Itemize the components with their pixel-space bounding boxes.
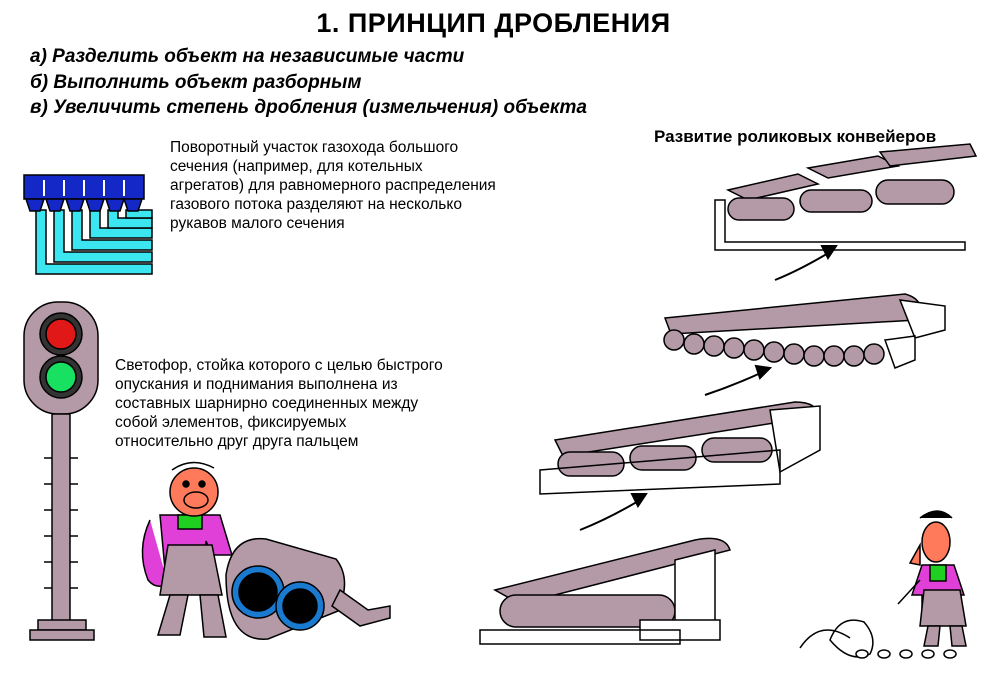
note-line: составных шарнирно соединенных между: [115, 395, 419, 412]
progress-arrows: [579, 245, 838, 531]
point-b: б) Выполнить объект разборным: [30, 72, 362, 93]
traffic-light-illustration: [23, 301, 99, 641]
note-line: Поворотный участок газохода большого: [170, 139, 459, 156]
page-title: 1. ПРИНЦИП ДРОБЛЕНИЯ: [316, 8, 671, 38]
note-line: сечения (например, для котельных: [170, 158, 423, 175]
note-line: Светофор, стойка которого с целью быстро…: [115, 357, 443, 374]
note-line: агрегатов) для равномерного распределени…: [170, 177, 496, 194]
note-line: опускания и поднимания выполнена из: [115, 376, 398, 393]
gas-duct-note: Поворотный участок газохода большого сеч…: [170, 138, 496, 233]
conveyor-stage-4: [714, 143, 978, 251]
note-line: относительно друг друга пальцем: [115, 433, 359, 450]
green-signal-lamp: [45, 361, 77, 393]
red-signal-lamp: [45, 318, 77, 350]
conveyor-stage-3: [663, 293, 946, 369]
note-line: газового потока разделяют на несколько: [170, 196, 462, 213]
note-line: собой элементов, фиксируемых: [115, 414, 347, 431]
point-a: а) Разделить объект на независимые части: [30, 46, 465, 67]
conveyor-heading: Развитие роликовых конвейеров: [654, 127, 937, 146]
point-c: в) Увеличить степень дробления (измельче…: [30, 97, 587, 118]
conveyor-stage-2: [539, 401, 821, 495]
gas-duct-illustration: [23, 174, 153, 275]
traffic-light-note: Светофор, стойка которого с целью быстро…: [115, 356, 443, 451]
conveyor-stage-1: [479, 537, 731, 645]
note-line: рукавов малого сечения: [170, 215, 345, 232]
character-left-illustration: [141, 461, 391, 640]
character-right-illustration: [799, 510, 967, 659]
